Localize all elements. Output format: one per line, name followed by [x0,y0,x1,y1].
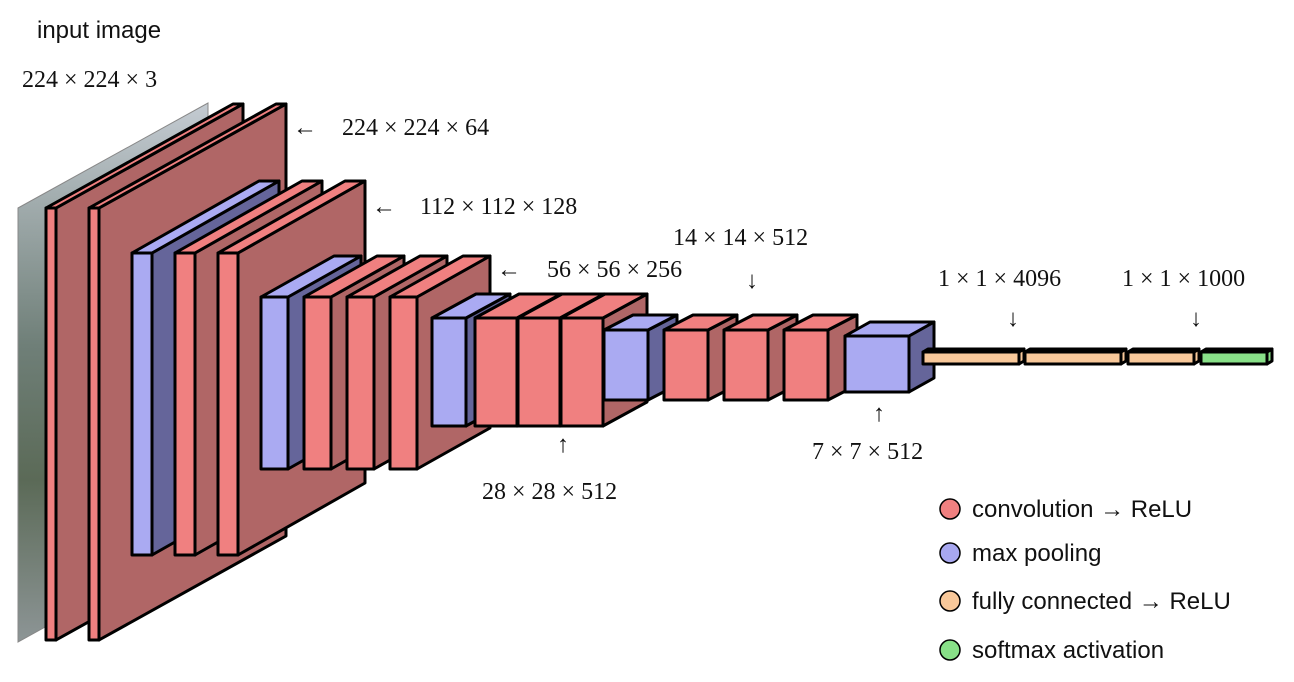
output-arrow: ↓ [1190,306,1202,332]
layer-fc6 [921,347,1026,366]
block3-dim-label: 56 × 56 × 256 [547,257,682,283]
output-dim-label: 1 × 1 × 1000 [1122,266,1245,292]
block2-arrow: ← [372,194,396,220]
block1-dim-label: 224 × 224 × 64 [342,115,489,141]
layer-fc8 [1126,347,1201,366]
legend-swatch-conv [939,498,961,520]
block5-dim-label: 14 × 14 × 512 [673,225,808,251]
block5-arrow: ↓ [746,268,758,294]
fc-arrow: ↓ [1007,306,1019,332]
legend-label-softmax: softmax activation [972,637,1164,664]
legend-swatch-fc [939,590,961,612]
input-image-label: input image [37,17,161,44]
legend-label-conv: convolution → ReLU [972,496,1192,523]
block4-arrow: ↑ [557,432,569,458]
block2-dim-label: 112 × 112 × 128 [420,194,577,220]
layer-pool5 [843,320,936,394]
block1-arrow: ← [293,115,317,141]
block4-dim-label: 28 × 28 × 512 [482,479,617,505]
legend: convolution → ReLU max pooling fully con… [939,496,1231,664]
legend-swatch-softmax [939,639,961,661]
layer-softmax [1199,347,1274,366]
block3-arrow: ← [497,257,521,283]
legend-swatch-pool [939,542,961,564]
layer-fc7 [1023,347,1128,366]
pool5-arrow: ↑ [873,401,885,427]
input-dim-label: 224 × 224 × 3 [22,67,157,93]
fc-dim-label: 1 × 1 × 4096 [938,266,1061,292]
legend-label-pool: max pooling [972,540,1101,567]
pool5-dim-label: 7 × 7 × 512 [812,439,923,465]
legend-label-fc: fully connected → ReLU [972,588,1231,615]
network-layers [44,102,1274,642]
